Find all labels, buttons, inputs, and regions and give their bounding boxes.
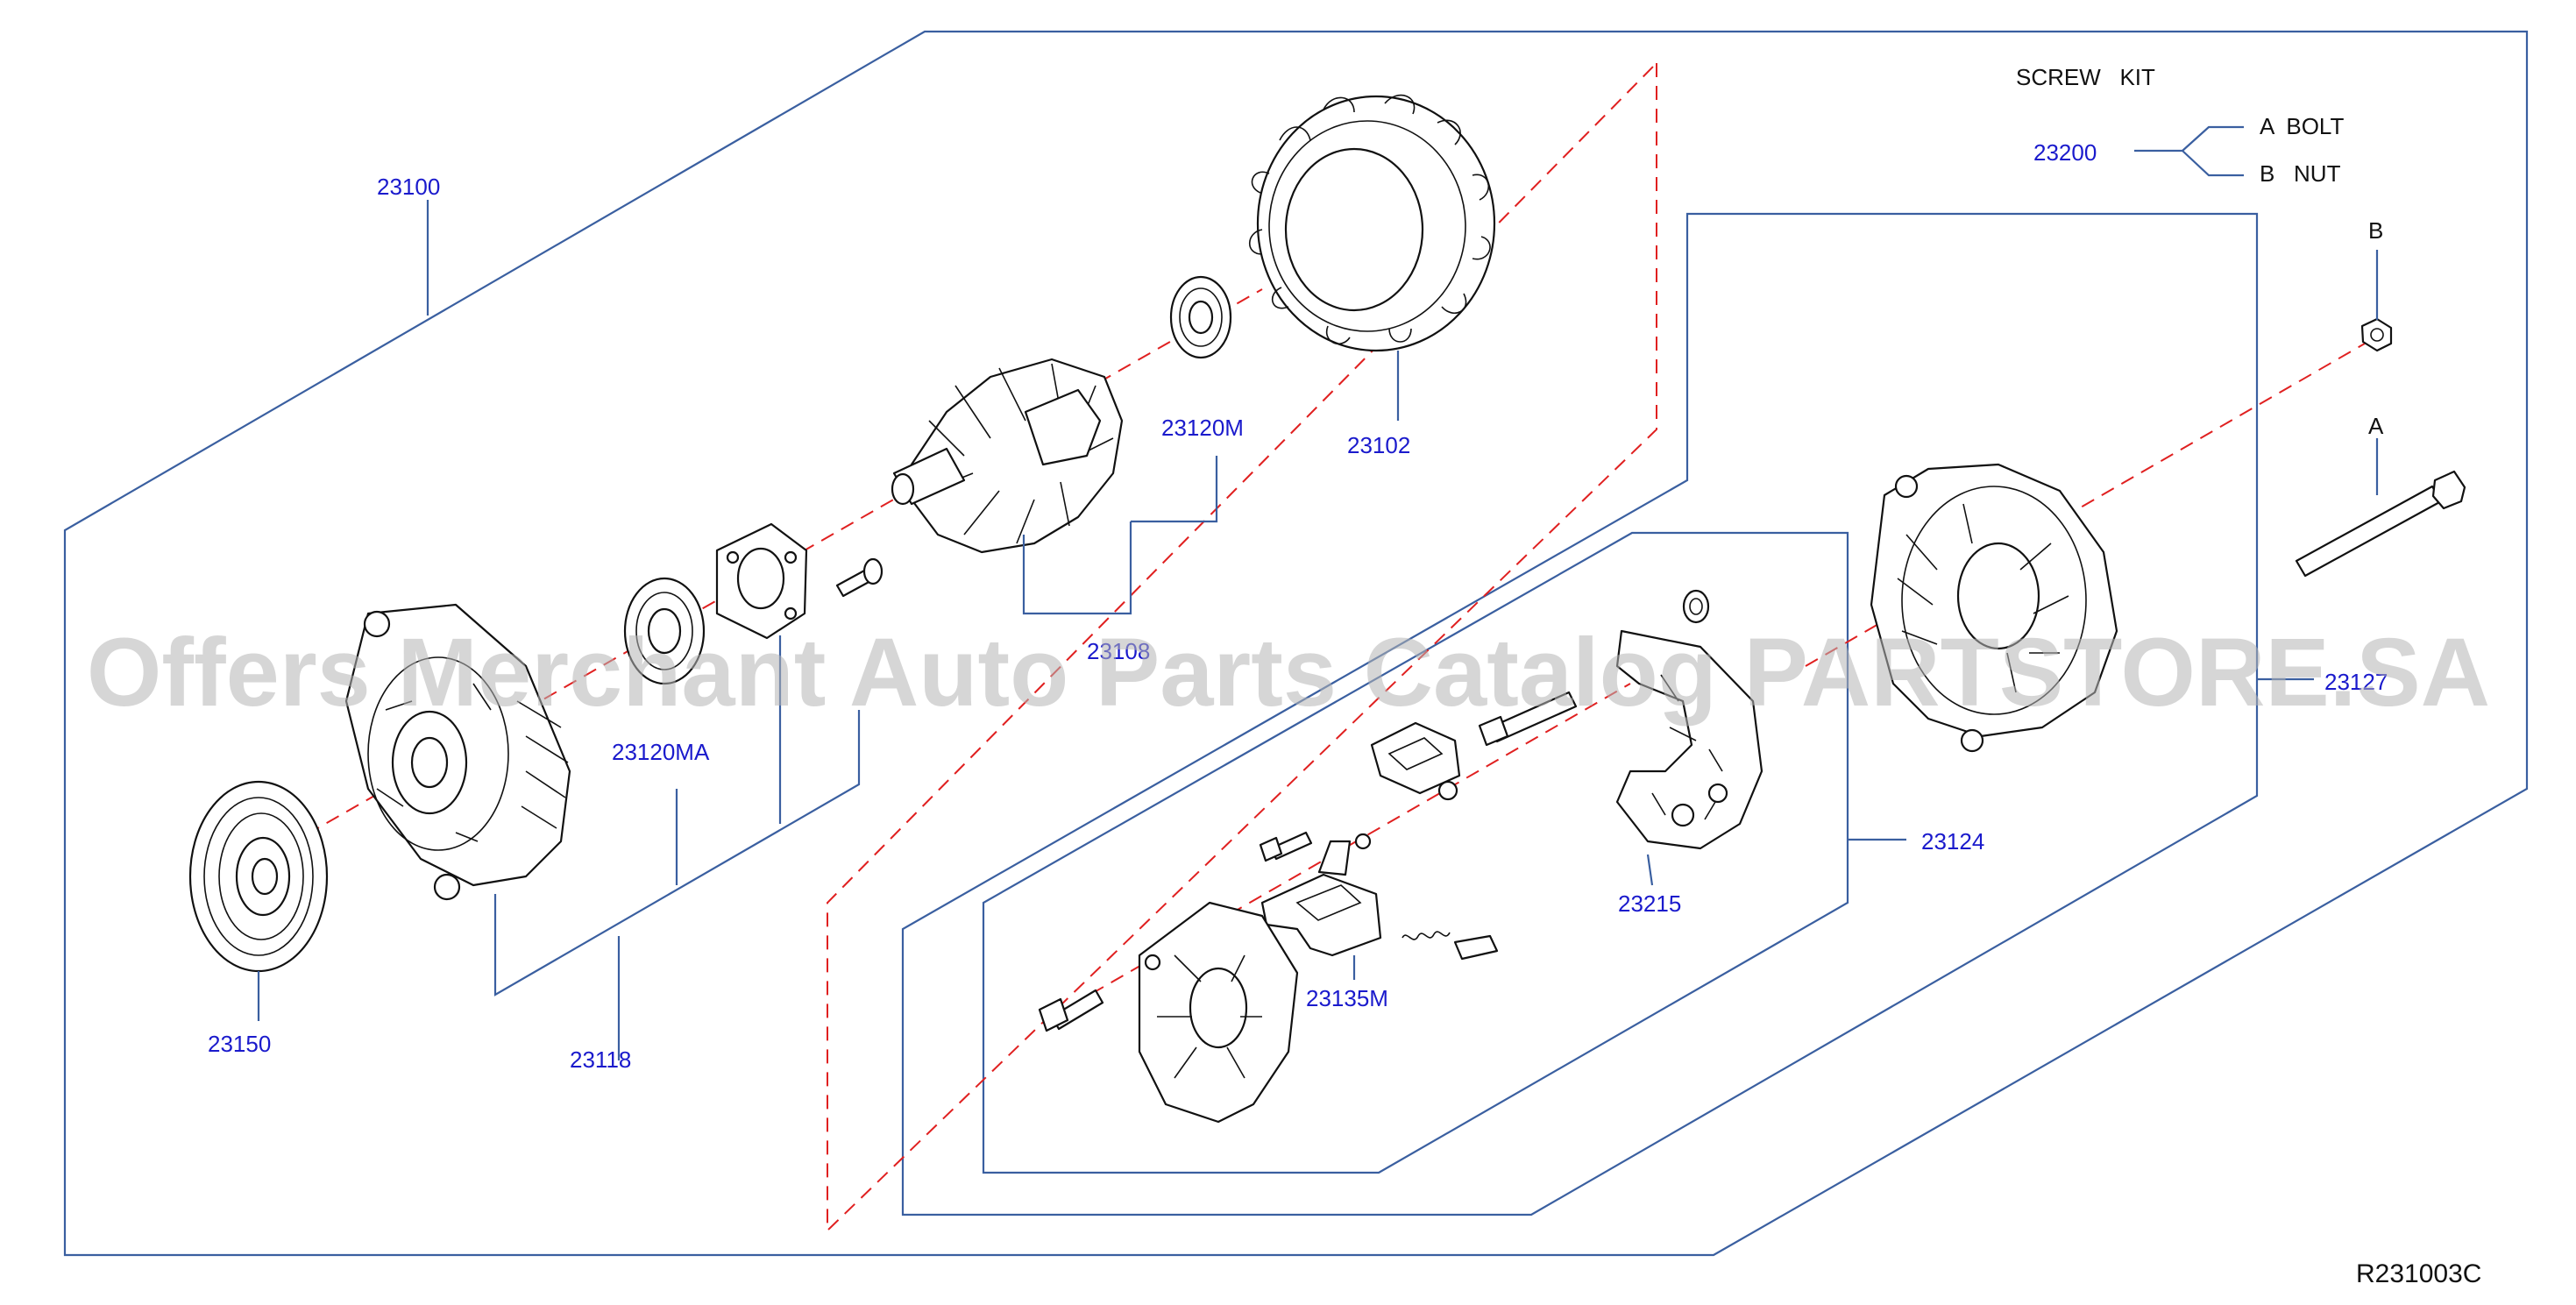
assembly-frame-23100 [63, 30, 2529, 1257]
exploded-axis-frame [827, 60, 1657, 1233]
brush-axis-line [1051, 683, 1631, 1018]
screw-icon [835, 557, 884, 598]
label-23118[interactable]: 23118 [570, 1046, 631, 1073]
stator-23102-icon [1248, 94, 1496, 352]
label-23124[interactable]: 23124 [1921, 828, 1984, 855]
label-23120M[interactable]: 23120M [1161, 415, 1244, 441]
rectifier-bolt-icon [1478, 691, 1578, 747]
terminal-block-icon [1370, 721, 1461, 801]
leader-23200 [2134, 125, 2244, 177]
bearing-23120M-icon [1169, 275, 1232, 359]
retainer-plate-icon [715, 522, 808, 640]
bushing-icon [1682, 589, 1710, 624]
label-23127[interactable]: 23127 [2324, 669, 2388, 695]
front-bracket-23118-icon [344, 603, 571, 901]
cover-bolt-icon [1038, 989, 1104, 1032]
leader-23120M [1131, 456, 1218, 523]
rotor-23108-icon [891, 358, 1124, 554]
group-frame-23124 [982, 531, 1849, 1174]
label-23102[interactable]: 23102 [1347, 432, 1410, 458]
rectifier-23215-icon [1615, 629, 1763, 850]
leader-23118 [493, 635, 861, 1060]
label-23100[interactable]: 23100 [377, 174, 440, 200]
pulley-23150-icon [188, 780, 329, 973]
rear-bracket-23127-icon [1870, 463, 2118, 753]
diagram-code: R231003C [2356, 1259, 2481, 1288]
rear-cover-icon [1138, 901, 1299, 1124]
callout-letter-A: A [2368, 413, 2384, 439]
nut-B-icon [2360, 317, 2393, 352]
group-frame-23127 [901, 212, 2259, 1216]
regulator-23135M-icon [1260, 833, 1382, 957]
screw-kit-title: SCREW KIT [2016, 64, 2155, 90]
watermark-text: Offers Merchant Auto Parts Catalog PARTS… [87, 619, 2490, 727]
label-23150[interactable]: 23150 [208, 1031, 271, 1057]
bearing-23120MA-icon [623, 577, 706, 685]
label-23200[interactable]: 23200 [2033, 139, 2097, 166]
rear-axis-line [1805, 337, 2376, 667]
callout-letter-B: B [2368, 217, 2383, 244]
brush-spring-icon [1402, 931, 1499, 961]
screw-kit-item-bolt: A BOLT [2260, 113, 2344, 139]
leader-23215 [1646, 854, 1654, 886]
leader-23108 [1022, 521, 1132, 615]
label-23120MA[interactable]: 23120MA [612, 739, 710, 765]
through-bolt-A-icon [2295, 470, 2466, 578]
label-23108[interactable]: 23108 [1087, 638, 1150, 664]
screw-kit-item-nut: B NUT [2260, 160, 2341, 187]
label-23135M[interactable]: 23135M [1306, 985, 1388, 1011]
label-23215[interactable]: 23215 [1618, 890, 1681, 917]
regulator-screw-icon [1259, 831, 1313, 862]
